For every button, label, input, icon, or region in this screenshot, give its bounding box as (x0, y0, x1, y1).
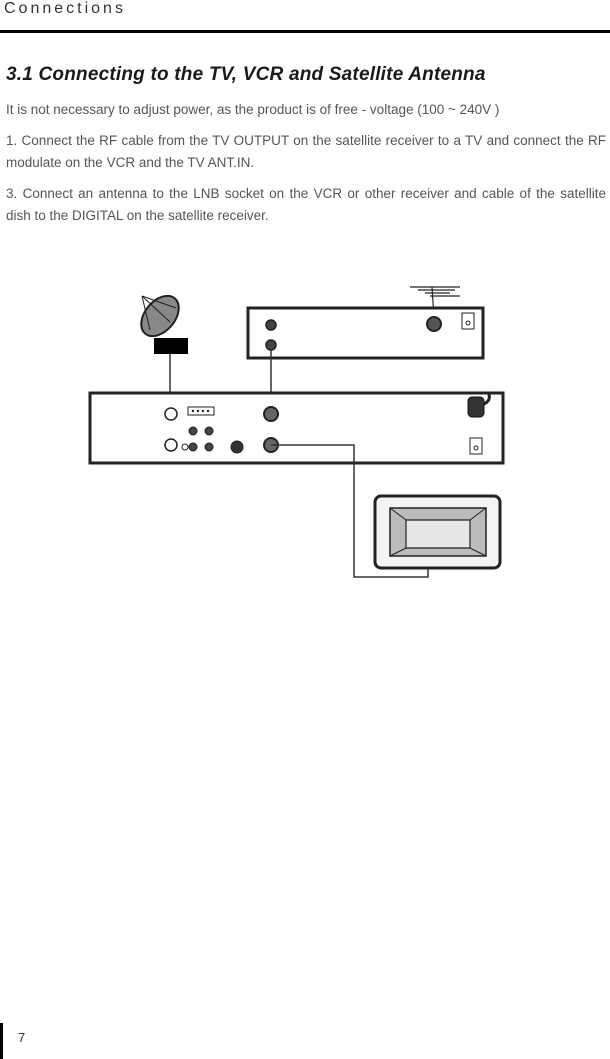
tv (373, 494, 502, 570)
paragraph-power-note: It is not necessary to adjust power, as … (6, 102, 500, 117)
paragraph-step-3: 3. Connect an antenna to the LNB socket … (6, 186, 606, 223)
connection-diagram (88, 286, 505, 578)
paragraph-step-1: 1. Connect the RF cable from the TV OUTP… (6, 133, 606, 170)
section-title: 3.1 Connecting to the TV, VCR and Satell… (6, 64, 486, 85)
satellite-dish (140, 294, 188, 354)
header-rule (0, 30, 610, 33)
page-number: 7 (18, 1030, 26, 1045)
vcr (246, 306, 485, 360)
satellite-receiver (88, 391, 505, 465)
tv-output-cable (271, 444, 429, 578)
section-header: Connections (4, 0, 126, 17)
footer-bar (0, 1023, 3, 1059)
